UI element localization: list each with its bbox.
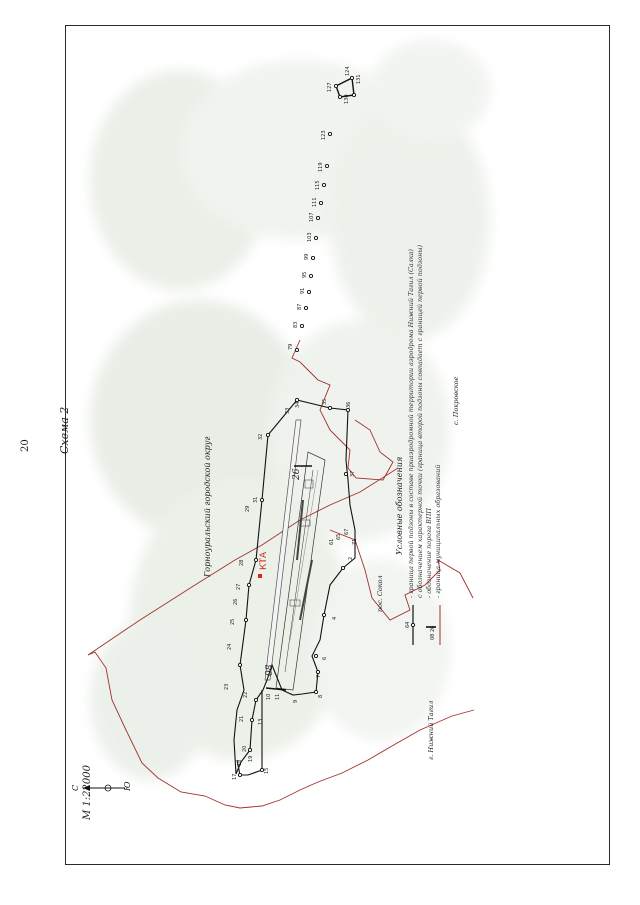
svg-text:15: 15 [264,768,270,774]
runway [264,419,326,691]
svg-text:91: 91 [300,288,306,294]
svg-text:35: 35 [322,399,328,405]
point-labels: 79 83 87 91 95 99 103 107 111 115 119 12… [224,66,362,780]
svg-text:99: 99 [304,254,310,260]
svg-text:107: 107 [309,212,315,222]
municipal-boundary [87,339,475,809]
svg-text:17: 17 [232,774,238,780]
svg-text:10: 10 [266,694,272,700]
district-label: Горноуральский городской округ [203,437,212,578]
svg-text:2: 2 [348,557,354,560]
svg-text:95: 95 [302,272,308,278]
svg-text:36: 36 [346,402,352,408]
svg-text:119: 119 [318,162,324,172]
svg-text:19: 19 [248,756,254,762]
svg-text:34: 34 [295,402,301,408]
runway-end-26: 26 [292,468,302,481]
svg-text:23: 23 [224,684,230,690]
svg-text:32: 32 [258,434,264,440]
svg-text:20: 20 [242,746,248,752]
north-arrow: С Ю [71,781,132,792]
svg-text:103: 103 [307,232,313,242]
svg-text:9: 9 [293,700,299,703]
svg-text:24: 24 [227,644,233,650]
legend-title: Условные обозначения [395,457,404,555]
svg-text:6: 6 [322,657,328,660]
svg-text:67: 67 [344,529,350,535]
boundary-points [237,75,357,778]
svg-text:28: 28 [239,560,245,566]
svg-text:111: 111 [312,197,318,207]
svg-text:83: 83 [293,322,299,328]
svg-text:115: 115 [315,180,321,190]
svg-text:87: 87 [297,304,303,310]
airport-code-label: КТА [259,551,269,570]
legend-item-3: - обозначение порога ВПП [425,508,433,598]
legend-item-1: - граница первой подзоны в составе приаэ… [407,249,415,598]
legend-item-2: с обозначением характерной точки (границ… [416,245,424,598]
legend: Условные обозначения - граница первой по… [395,245,442,645]
svg-text:11: 11 [275,694,281,700]
svg-text:130: 130 [344,94,350,104]
subzone-boundary [233,399,356,776]
legend-runway-sample: 08 26 [430,626,436,640]
aerial-background [90,40,490,780]
svg-text:26: 26 [233,599,239,605]
svg-text:25: 25 [230,619,236,625]
sheet-frame [65,25,610,865]
svg-text:13: 13 [258,719,264,725]
svg-text:131: 131 [356,74,362,84]
svg-text:7: 7 [316,675,322,678]
svg-text:61: 61 [329,539,335,545]
svg-text:4: 4 [332,617,338,620]
svg-text:31: 31 [253,497,259,503]
legend-sample-point: 64 [405,622,411,628]
svg-text:127: 127 [327,82,333,92]
airport-reference-marker [258,574,262,578]
village-pokrovskoe-label: с. Покровское [452,376,460,425]
svg-text:27: 27 [236,584,242,590]
svg-text:79: 79 [288,344,294,350]
legend-item-4: - граница муниципальных образований [434,465,442,598]
svg-text:124: 124 [345,66,351,76]
svg-text:71: 71 [352,539,358,545]
city-nizhny-tagil-label: г. Нижний Тагил [427,701,435,760]
svg-text:65: 65 [336,534,342,540]
svg-text:18: 18 [237,760,243,766]
north-label: С [71,785,80,791]
south-label: Ю [123,781,132,792]
threshold-marker-08 [265,687,287,691]
svg-text:8: 8 [318,695,324,698]
settlement-sokol-label: пос. Сокол [376,575,384,612]
svg-text:37: 37 [350,471,356,477]
svg-text:21: 21 [239,716,245,722]
svg-text:33: 33 [285,408,291,414]
svg-text:123: 123 [321,130,327,140]
svg-text:22: 22 [243,692,249,698]
svg-text:29: 29 [245,506,251,512]
